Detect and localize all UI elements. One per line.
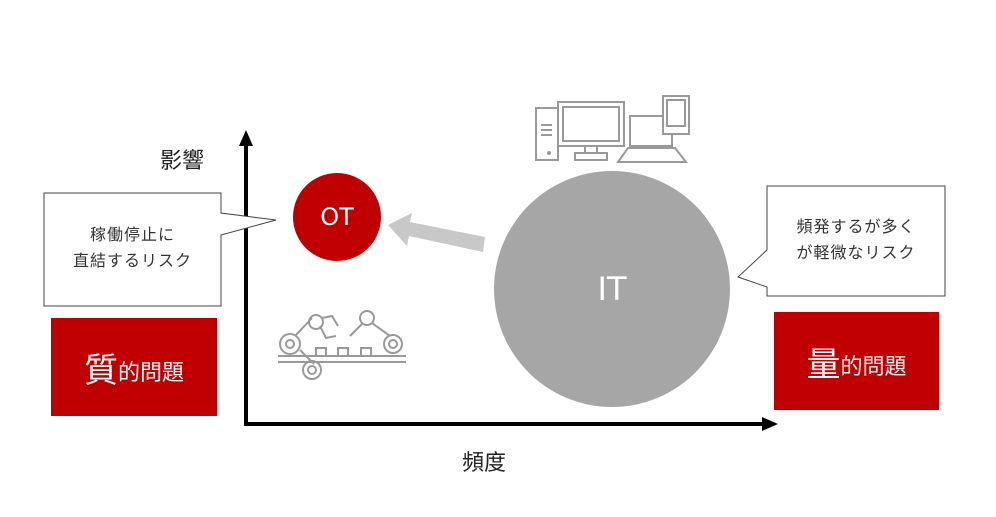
badge-right-rest: 的問題 bbox=[840, 355, 907, 380]
callout-right-line1: 頻発するが多く bbox=[796, 217, 916, 236]
ot-node: OT bbox=[293, 173, 381, 261]
y-axis bbox=[239, 130, 253, 424]
callout-right: 頻発するが多く が軽微なリスク bbox=[767, 214, 945, 266]
quality-problem-badge: 質的問題 bbox=[51, 318, 217, 416]
x-axis bbox=[244, 417, 778, 431]
callout-right-shape bbox=[737, 185, 946, 297]
it-node: IT bbox=[494, 171, 730, 407]
callout-right-line2: が軽微なリスク bbox=[796, 243, 916, 262]
badge-left-rest: 的問題 bbox=[117, 361, 184, 386]
quantity-problem-badge: 量的問題 bbox=[774, 312, 939, 410]
factory-robot-arm-icon bbox=[278, 310, 406, 380]
ot-label: OT bbox=[320, 203, 354, 231]
callout-left-line2: 直結するリスク bbox=[72, 251, 192, 270]
shift-arrow bbox=[388, 213, 485, 252]
computer-devices-icon bbox=[535, 95, 690, 163]
it-label: IT bbox=[597, 270, 627, 308]
callout-left-line1: 稼働停止に bbox=[89, 225, 175, 244]
x-axis-label: 頻度 bbox=[462, 451, 507, 476]
badge-left-big: 質 bbox=[83, 350, 118, 391]
callout-left: 稼働停止に 直結するリスク bbox=[44, 222, 221, 274]
badge-right-big: 量 bbox=[806, 344, 841, 385]
y-axis-label: 影響 bbox=[160, 149, 205, 174]
callout-left-shape bbox=[43, 192, 277, 307]
